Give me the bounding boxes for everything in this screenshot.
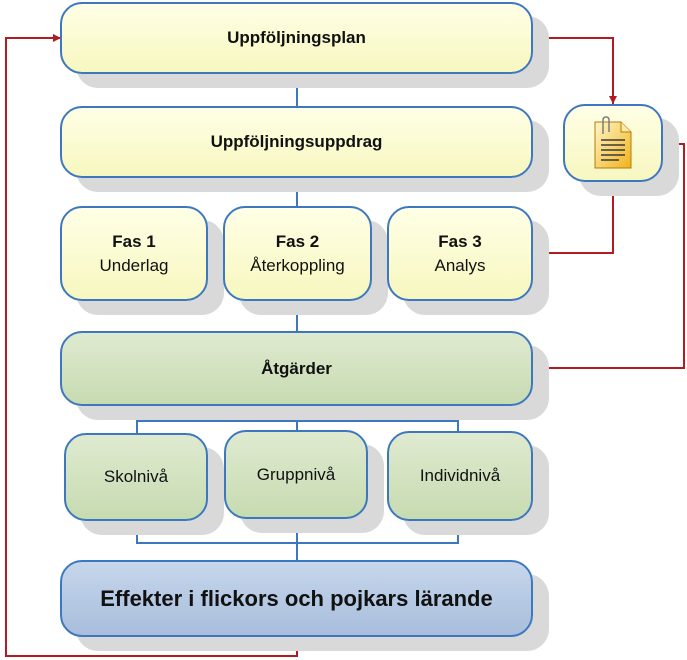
arrow-doc-to-atgarder: [534, 143, 685, 372]
arrow-doc-to-fas3: [534, 210, 614, 257]
label-skolniva: Skolnivå: [103, 467, 169, 486]
blue-connectors: [136, 74, 459, 560]
box-gruppniva: Gruppnivå: [224, 430, 368, 519]
box-uppfoljningsplan: Uppföljningsplan: [60, 2, 533, 74]
arrow-effekter-to-plan: [5, 34, 298, 657]
label-fas2-sub: Återkoppling: [250, 255, 345, 275]
box-fas1: Fas 1 Underlag: [60, 206, 208, 301]
label-uppfoljningsuppdrag: Uppföljningsuppdrag: [210, 132, 383, 151]
label-atgarder: Åtgärder: [261, 358, 332, 378]
box-uppfoljningsuppdrag: Uppföljningsuppdrag: [60, 106, 533, 178]
label-fas1-sub: Underlag: [99, 255, 169, 275]
label-individniva: Individnivå: [419, 466, 501, 485]
arrow-doc-to-plan: [534, 34, 614, 104]
box-fas2: Fas 2 Återkoppling: [223, 206, 372, 301]
box-individniva: Individnivå: [387, 431, 533, 521]
box-skolniva: Skolnivå: [64, 433, 208, 521]
label-effekter: Effekter i flickors och pojkars lärande: [100, 585, 493, 611]
label-uppfoljningsplan: Uppföljningsplan: [227, 28, 366, 47]
box-fas3: Fas 3 Analys: [387, 206, 533, 301]
label-fas1-title: Fas 1: [112, 231, 156, 251]
feedback-arrows: [5, 34, 685, 657]
document-box: [563, 104, 663, 182]
label-fas3-sub: Analys: [434, 255, 486, 275]
connector-levels-effekter: [136, 518, 459, 560]
document-with-paperclip-icon: [594, 116, 632, 169]
box-effekter: Effekter i flickors och pojkars lärande: [60, 560, 533, 637]
box-atgarder: Åtgärder: [60, 331, 533, 406]
label-gruppniva: Gruppnivå: [256, 464, 336, 484]
label-fas3-title: Fas 3: [438, 231, 482, 251]
connector-atgarder-levels: [136, 405, 459, 433]
label-fas2-title: Fas 2: [275, 231, 320, 251]
